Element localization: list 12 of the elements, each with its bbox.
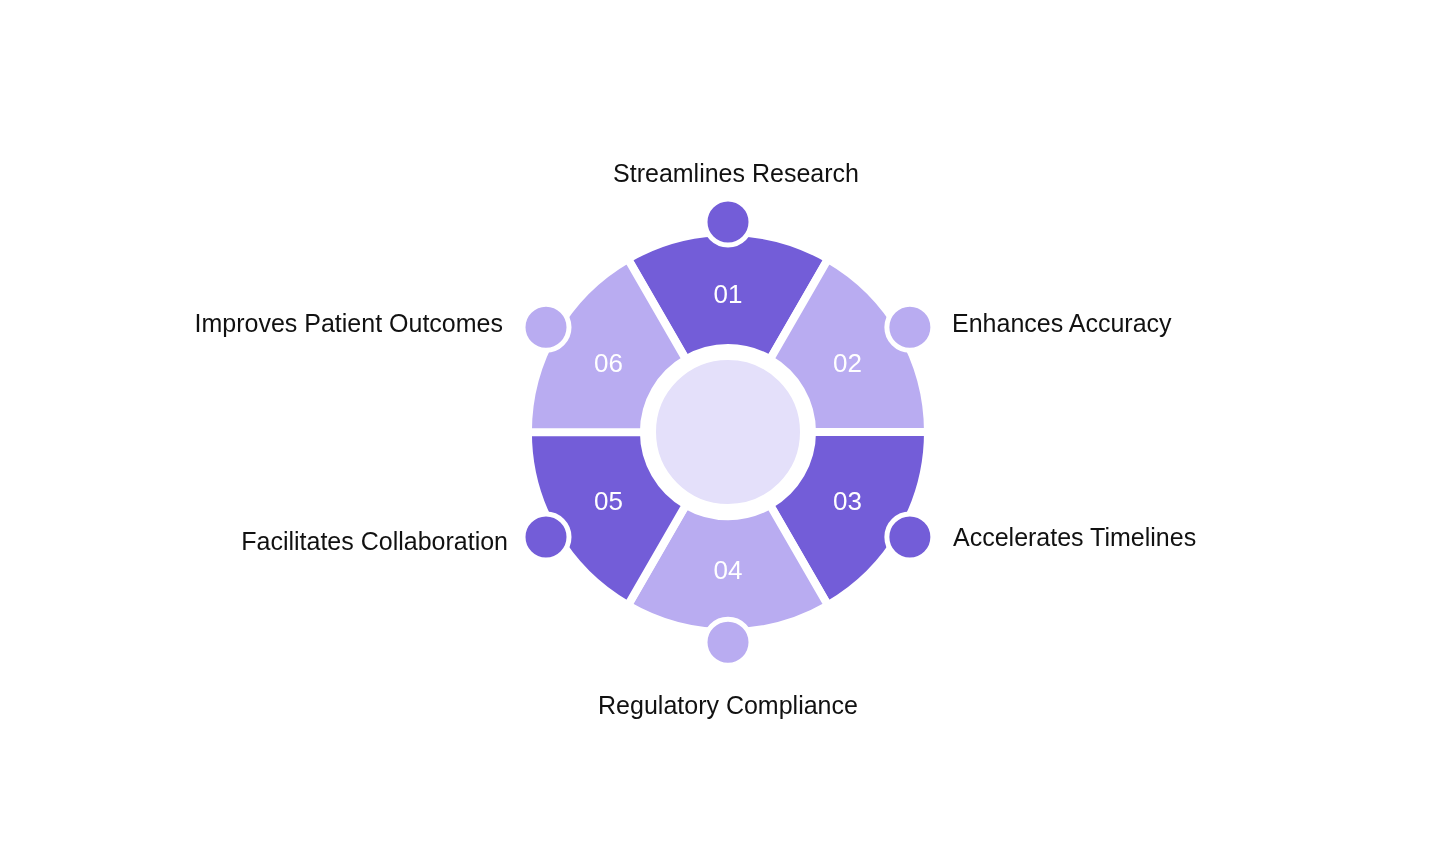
step-number: 03 bbox=[833, 485, 862, 517]
step-number: 04 bbox=[713, 554, 743, 586]
step-number: 06 bbox=[594, 347, 623, 379]
step-number: 01 bbox=[713, 278, 743, 310]
step-caption: Accelerates Timelines bbox=[953, 522, 1197, 552]
step-caption: Enhances Accuracy bbox=[952, 308, 1172, 338]
step-number: 05 bbox=[594, 485, 623, 517]
step-number: 02 bbox=[833, 347, 862, 379]
step-caption: Streamlines Research bbox=[613, 158, 859, 188]
step-caption: Improves Patient Outcomes bbox=[194, 308, 503, 338]
step-caption: Facilitates Collaboration bbox=[241, 526, 508, 556]
step-caption: Regulatory Compliance bbox=[598, 690, 858, 720]
